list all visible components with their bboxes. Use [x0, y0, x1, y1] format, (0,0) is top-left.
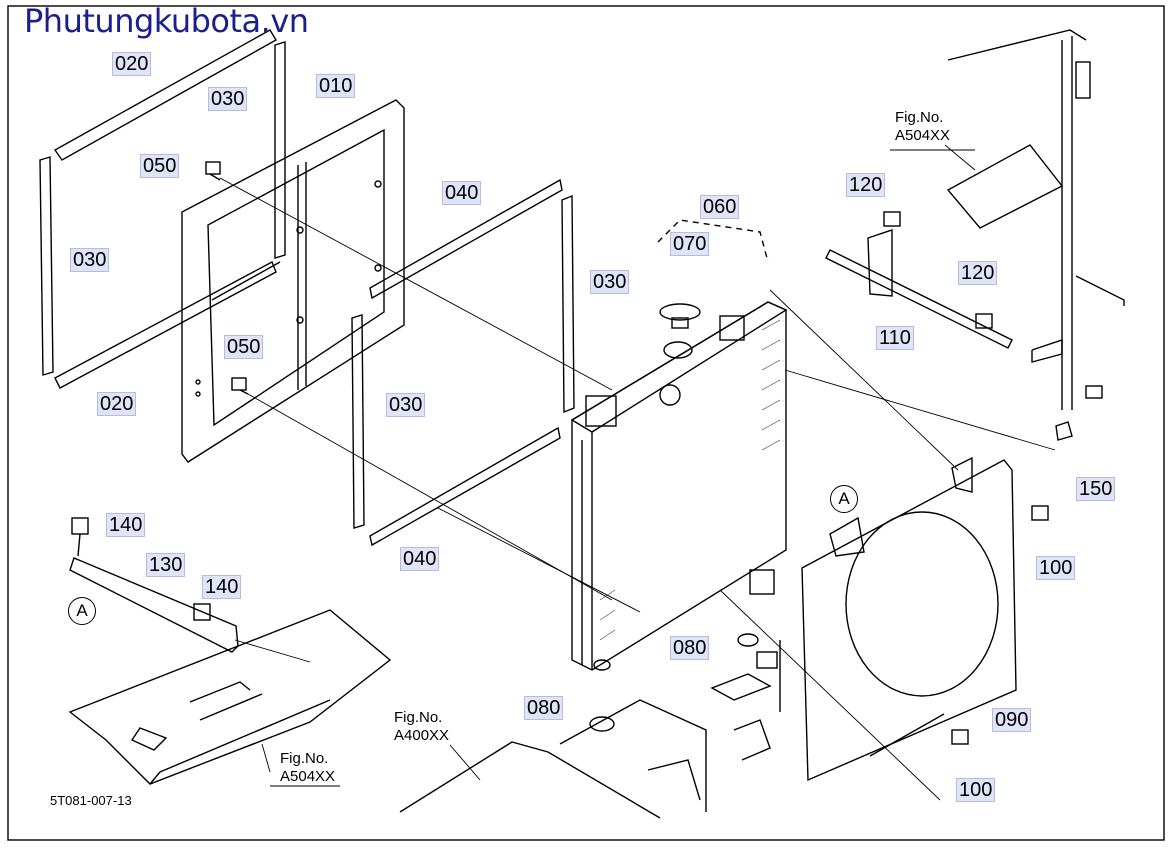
radiator — [570, 301, 788, 671]
figure-reference[interactable]: Fig.No. A400XX — [394, 709, 449, 745]
bolt-120-lower — [975, 313, 993, 329]
part-label-080[interactable]: 080 — [524, 696, 564, 720]
part-label-030[interactable]: 030 — [386, 393, 426, 417]
part-label-020[interactable]: 020 — [112, 52, 152, 76]
bolt-050-top — [205, 161, 221, 181]
frame-010 — [181, 99, 405, 463]
part-label-120[interactable]: 120 — [846, 173, 886, 197]
callout-a: A — [830, 485, 858, 513]
bolt-140-left — [71, 517, 89, 557]
mount-080-left — [589, 716, 615, 732]
part-label-140[interactable]: 140 — [106, 513, 146, 537]
part-label-140[interactable]: 140 — [202, 575, 242, 599]
part-label-050[interactable]: 050 — [224, 335, 264, 359]
frame-lower-middle — [399, 640, 781, 819]
figure-reference-number: A504XX — [280, 768, 336, 785]
callout-a: A — [68, 597, 96, 625]
part-label-110[interactable]: 110 — [876, 326, 914, 350]
seal-030-upper — [274, 41, 286, 259]
bolt-140-right — [193, 603, 211, 621]
seal-040-lower — [369, 426, 561, 547]
part-label-130[interactable]: 130 — [146, 553, 186, 577]
frame-lower-left — [68, 609, 392, 785]
bolt-100-upper — [1031, 505, 1049, 521]
seal-030-mid — [351, 314, 365, 529]
part-label-120[interactable]: 120 — [958, 261, 998, 285]
part-label-100[interactable]: 100 — [1036, 556, 1076, 580]
bolt-050-mid — [231, 377, 249, 395]
leader-lines — [219, 144, 1056, 801]
drawing-number: 5T081-007-13 — [50, 793, 132, 808]
mount-080-right — [737, 633, 778, 669]
plate-150 — [1055, 421, 1073, 441]
bolt-120-upper — [883, 211, 901, 227]
figure-reference-title: Fig.No. — [280, 750, 329, 767]
shroud-090 — [801, 456, 1017, 782]
part-label-040[interactable]: 040 — [442, 181, 482, 205]
figure-reference[interactable]: Fig.No. A504XX — [895, 109, 950, 145]
part-label-050[interactable]: 050 — [140, 154, 180, 178]
seal-030-left — [39, 156, 54, 376]
part-label-070[interactable]: 070 — [670, 232, 710, 256]
part-label-010[interactable]: 010 — [316, 74, 356, 98]
part-label-060[interactable]: 060 — [700, 195, 740, 219]
figure-reference[interactable]: Fig.No. A504XX — [280, 750, 335, 786]
drawing-border — [7, 5, 1165, 841]
part-label-080[interactable]: 080 — [670, 636, 710, 660]
seal-040-upper — [369, 178, 563, 300]
figure-reference-number: A504XX — [895, 127, 951, 144]
part-label-030[interactable]: 030 — [208, 87, 248, 111]
part-label-040[interactable]: 040 — [400, 547, 440, 571]
seal-030-right — [561, 194, 575, 414]
cap-070 — [659, 303, 701, 329]
bolt-100-lower — [951, 729, 969, 745]
part-label-100[interactable]: 100 — [956, 778, 996, 802]
figure-reference-number: A400XX — [394, 727, 450, 744]
site-watermark: Phutungkubota.vn — [24, 2, 309, 40]
seal-020-top — [53, 29, 277, 161]
part-label-030[interactable]: 030 — [590, 270, 630, 294]
hose-060 — [657, 219, 769, 263]
bracket-110 — [825, 229, 1013, 349]
part-label-020[interactable]: 020 — [97, 392, 137, 416]
figure-reference-title: Fig.No. — [895, 109, 944, 126]
part-label-150[interactable]: 150 — [1076, 477, 1116, 501]
stay-130 — [69, 557, 239, 653]
seal-020-bottom — [54, 261, 277, 389]
figure-reference-title: Fig.No. — [394, 709, 443, 726]
part-label-030[interactable]: 030 — [70, 248, 110, 272]
frame-top-right — [946, 29, 1125, 410]
part-label-090[interactable]: 090 — [992, 708, 1032, 732]
